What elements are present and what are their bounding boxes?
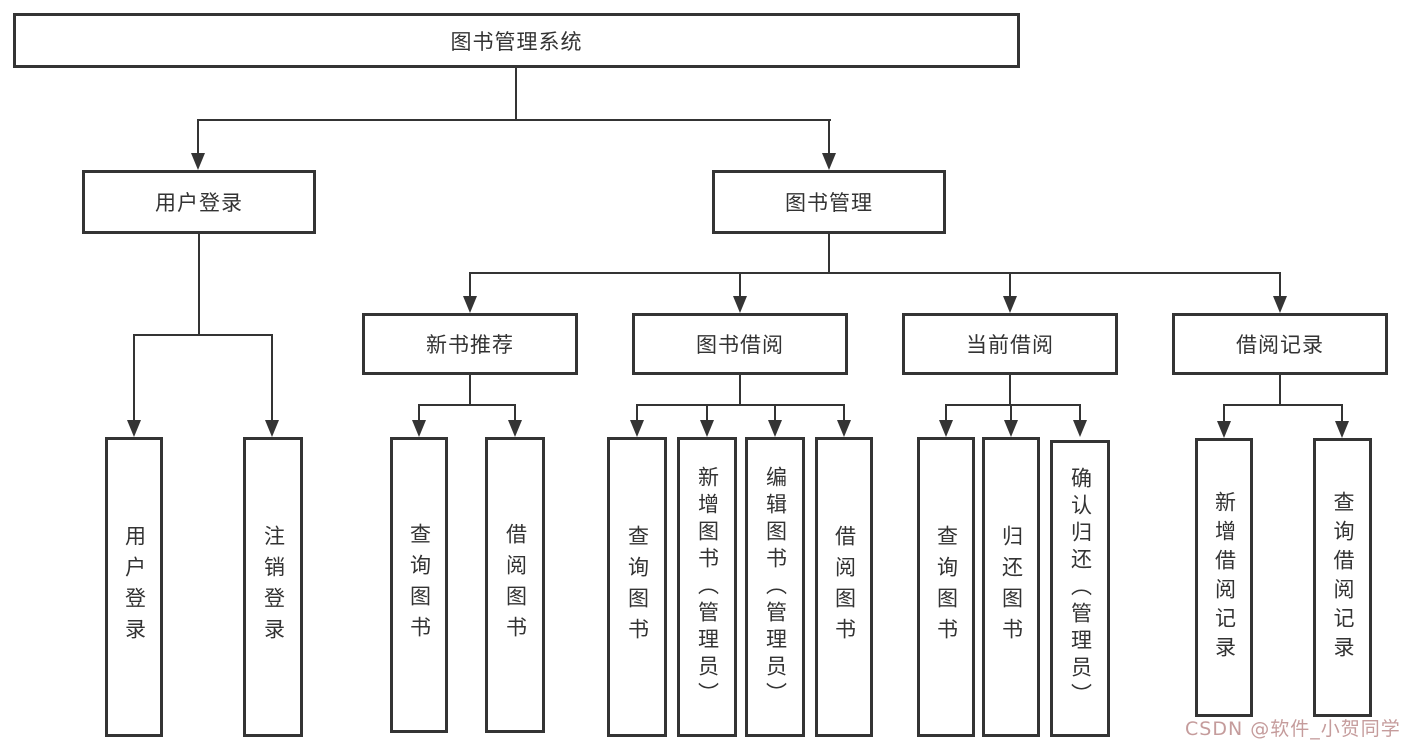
connector-newbook-stem (469, 375, 471, 406)
node-leaf-query-books-current: 查询图书 (917, 437, 975, 737)
node-new-book-recommend-label: 新书推荐 (426, 333, 514, 357)
arrow-borrow-child-2 (700, 420, 714, 437)
node-leaf-confirm-return-admin-label: 确认归还（管理员） (1068, 467, 1093, 710)
node-current-borrow: 当前借阅 (902, 313, 1118, 375)
node-leaf-add-books-admin-label: 新增图书（管理员） (695, 465, 720, 709)
arrow-user-login (191, 153, 205, 170)
connector-l2-stem-left (197, 119, 199, 153)
connector-borrow-stem-2 (706, 404, 708, 420)
arrow-book-mgmt (822, 153, 836, 170)
arrow-records-child-2 (1335, 421, 1349, 438)
arrow-current-child-3 (1073, 420, 1087, 437)
connector-login-rail (133, 334, 273, 336)
node-leaf-query-borrow-record: 查询借阅记录 (1313, 438, 1372, 717)
arrow-records-child-1 (1217, 421, 1231, 438)
connector-current-rail (945, 404, 1081, 406)
node-borrow-records: 借阅记录 (1172, 313, 1388, 375)
connector-login-stem-1 (133, 334, 135, 420)
csdn-watermark: CSDN @软件_小贺同学 (1185, 718, 1401, 740)
arrow-login-child-2 (265, 420, 279, 437)
connector-l2-stem-right (828, 119, 830, 153)
node-user-login: 用户登录 (82, 170, 316, 234)
node-leaf-edit-books-admin: 编辑图书（管理员） (745, 437, 805, 737)
arrow-current-child-1 (939, 420, 953, 437)
node-leaf-query-books-borrow: 查询图书 (607, 437, 667, 737)
node-leaf-logout-label: 注销登录 (261, 525, 286, 649)
node-book-mgmt: 图书管理 (712, 170, 946, 234)
node-leaf-query-books-recommend-label: 查询图书 (407, 523, 432, 647)
connector-records-stem-2 (1341, 404, 1343, 421)
connector-borrow-stem-1 (636, 404, 638, 420)
node-leaf-return-books-label: 归还图书 (999, 525, 1024, 649)
node-leaf-borrow-books-recommend: 借阅图书 (485, 437, 545, 733)
node-root-label: 图书管理系统 (450, 29, 583, 54)
connector-records-stem (1279, 375, 1281, 406)
arrow-borrow-child-3 (768, 420, 782, 437)
node-leaf-add-borrow-record-label: 新增借阅记录 (1212, 490, 1237, 665)
connector-borrow-stem-3 (774, 404, 776, 420)
arrow-borrow-child-1 (630, 420, 644, 437)
node-book-mgmt-label: 图书管理 (785, 191, 873, 215)
connector-borrow-stem-4 (843, 404, 845, 420)
connector-records-rail (1223, 404, 1343, 406)
node-leaf-return-books: 归还图书 (982, 437, 1040, 737)
arrow-current-borrow (1003, 296, 1017, 313)
arrow-newbook-child-1 (412, 420, 426, 437)
arrow-borrow-records (1273, 296, 1287, 313)
node-user-login-label: 用户登录 (155, 191, 243, 215)
connector-borrow-stem (739, 375, 741, 406)
node-leaf-user-login: 用户登录 (105, 437, 163, 737)
arrow-new-book (463, 296, 477, 313)
connector-current-stem-2 (1010, 404, 1012, 420)
connector-l3-stem-2 (739, 272, 741, 296)
connector-borrow-rail (636, 404, 845, 406)
connector-current-stem (1009, 375, 1011, 406)
connector-l3-rail (469, 272, 1281, 274)
connector-newbook-stem-1 (418, 404, 420, 420)
node-leaf-logout: 注销登录 (243, 437, 303, 737)
node-leaf-borrow-books-recommend-label: 借阅图书 (503, 523, 528, 647)
connector-l3-stem-1 (469, 272, 471, 296)
connector-mgmt-stem (828, 234, 830, 274)
node-root-library-system: 图书管理系统 (13, 13, 1020, 68)
node-leaf-borrow-books: 借阅图书 (815, 437, 873, 737)
connector-current-stem-3 (1079, 404, 1081, 420)
connector-newbook-stem-2 (514, 404, 516, 420)
node-book-borrow: 图书借阅 (632, 313, 848, 375)
node-leaf-edit-books-admin-label: 编辑图书（管理员） (763, 465, 788, 709)
node-leaf-query-books-current-label: 查询图书 (934, 525, 959, 649)
connector-current-stem-1 (945, 404, 947, 420)
connector-l3-stem-4 (1279, 272, 1281, 296)
node-leaf-query-borrow-record-label: 查询借阅记录 (1331, 490, 1355, 665)
connector-newbook-rail (418, 404, 516, 406)
node-leaf-add-books-admin: 新增图书（管理员） (677, 437, 737, 737)
node-leaf-confirm-return-admin: 确认归还（管理员） (1050, 440, 1110, 737)
connector-login-stem (198, 234, 200, 335)
node-leaf-query-books-borrow-label: 查询图书 (625, 525, 650, 649)
arrow-newbook-child-2 (508, 420, 522, 437)
node-new-book-recommend: 新书推荐 (362, 313, 578, 375)
arrow-current-child-2 (1004, 420, 1018, 437)
arrow-borrow-child-4 (837, 420, 851, 437)
connector-records-stem-1 (1223, 404, 1225, 421)
connector-login-stem-2 (271, 334, 273, 420)
node-leaf-query-books-recommend: 查询图书 (390, 437, 448, 733)
node-leaf-borrow-books-label: 借阅图书 (832, 525, 857, 649)
node-borrow-records-label: 借阅记录 (1236, 333, 1324, 357)
connector-l2-rail (197, 119, 831, 121)
node-book-borrow-label: 图书借阅 (696, 333, 784, 357)
node-current-borrow-label: 当前借阅 (966, 333, 1054, 357)
node-leaf-user-login-label: 用户登录 (122, 525, 147, 649)
arrow-book-borrow (733, 296, 747, 313)
arrow-login-child-1 (127, 420, 141, 437)
node-leaf-add-borrow-record: 新增借阅记录 (1195, 438, 1253, 717)
connector-root-stem (515, 68, 517, 121)
connector-l3-stem-3 (1009, 272, 1011, 296)
